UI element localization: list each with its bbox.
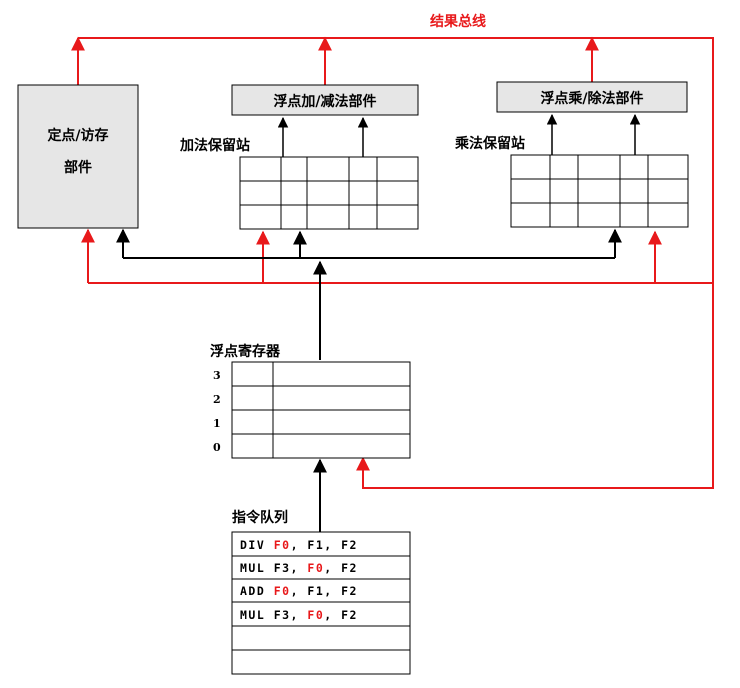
instruction-dest-reg: F0 <box>307 608 324 622</box>
reg-index-0: 0 <box>213 441 221 454</box>
fp-mul-label: 浮点乘/除法部件 <box>540 90 643 107</box>
instruction-dest-reg: F0 <box>274 584 291 598</box>
fp-add-label: 浮点加/减法部件 <box>273 93 376 110</box>
instruction-row-2: ADD F0, F1, F2 <box>240 584 358 598</box>
instruction-queue <box>231 531 411 675</box>
operand-bus <box>116 228 622 360</box>
bus-to-registers <box>78 37 714 489</box>
instruction-operands: F3, <box>265 561 307 575</box>
instruction-dest-reg: F0 <box>307 561 324 575</box>
instruction-row-0: DIV F0, F1, F2 <box>240 538 358 552</box>
instruction-operands: F3, <box>265 608 307 622</box>
fixed-point-unit: 定点/访存 部件 <box>17 84 139 229</box>
instruction-dest-reg: F0 <box>274 538 291 552</box>
reg-index-2: 2 <box>213 393 221 406</box>
fixed-unit-line1: 定点/访存 <box>47 127 108 144</box>
instruction-operands: , F1, F2 <box>291 538 358 552</box>
instruction-op: DIV <box>240 538 265 552</box>
instruction-row-3: MUL F3, F0, F2 <box>240 608 358 622</box>
reg-index-3: 3 <box>213 369 221 382</box>
fixed-unit-line2: 部件 <box>64 159 92 176</box>
instruction-op: MUL <box>240 608 265 622</box>
instruction-operands: , F1, F2 <box>291 584 358 598</box>
result-bus <box>77 37 714 489</box>
bus-label: 结果总线 <box>430 13 486 30</box>
add-station-label: 加法保留站 <box>179 137 250 154</box>
fp-mul-unit: 浮点乘/除法部件 <box>496 81 688 113</box>
mul-reservation-station <box>510 154 689 228</box>
instruction-operands: , F2 <box>324 561 358 575</box>
add-reservation-station <box>239 156 419 230</box>
reg-index-1: 1 <box>213 417 221 430</box>
fp-reg-label: 浮点寄存器 <box>210 343 281 360</box>
instruction-operands <box>265 584 273 598</box>
fp-add-unit: 浮点加/减法部件 <box>231 84 419 116</box>
instruction-row-1: MUL F3, F0, F2 <box>240 561 358 575</box>
instruction-operands: , F2 <box>324 608 358 622</box>
queue-label: 指令队列 <box>232 509 288 526</box>
fp-register-file <box>231 361 411 459</box>
instruction-operands <box>265 538 273 552</box>
instruction-op: ADD <box>240 584 265 598</box>
mul-station-label: 乘法保留站 <box>454 135 525 152</box>
instruction-op: MUL <box>240 561 265 575</box>
